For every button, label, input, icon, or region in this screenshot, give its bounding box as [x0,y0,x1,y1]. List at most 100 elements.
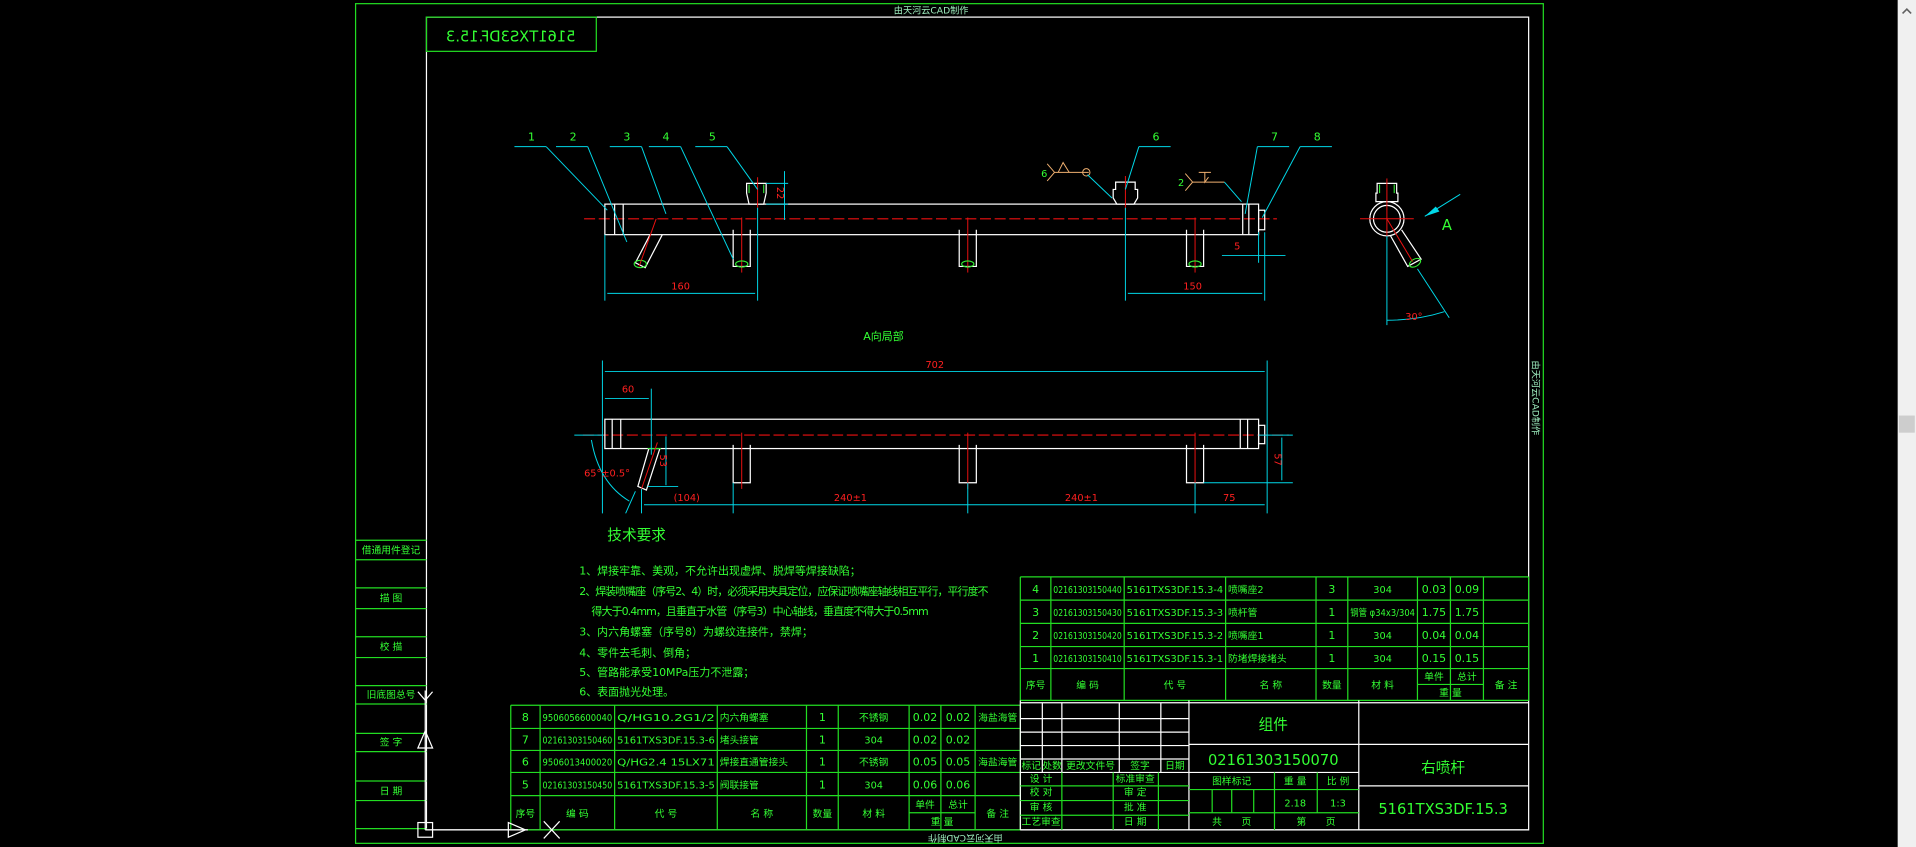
bom-header-no: 序号 [1026,679,1046,692]
rev-label: 标记 [1022,760,1042,772]
bom-header-drawing: 代 号 [1164,680,1187,692]
bom-cell-drawing: 5161TXS3DF.15.3-6 [617,736,715,747]
watermark-bottom: 由天河云CAD制作 [928,832,1003,844]
bom-cell-qty: 1 [1328,629,1335,642]
bom-header-total: 总计 [948,798,968,811]
bom-cell-material: 不锈钢 [859,711,889,724]
part-name: 右喷杆 [1421,759,1465,776]
technical-requirements: 技术要求 1、焊接牢靠、美观，不允许出现虚焊、脱焊等焊接缺陷；2、焊装喷嘴座（序… [579,527,988,698]
ucs-icon [416,690,561,839]
mirrored-title: 5161TXS3DF.15.3 [446,29,576,46]
bom-cell-drawing: 5161TXS3DF.15.3-4 [1127,585,1224,596]
bom-cell-code: 02161303150420 [1053,631,1121,642]
tech-title: 技术要求 [607,527,666,544]
bom-cell-total: 0.09 [1455,583,1479,596]
bom-cell-no: 6 [522,756,529,769]
drawing-number: 5161TXS3DF.15.3 [1378,801,1508,818]
bom-cell-unit: 0.02 [913,734,937,747]
bom-cell-unit: 0.04 [1422,629,1446,642]
dim-22: 22 [774,187,785,199]
bom-cell-material: 不锈钢 [859,756,889,769]
rev-label: 处数 [1042,759,1062,772]
dim-5: 5 [1234,241,1240,252]
bom-cell-drawing: 5161TXS3DF.15.3-1 [1127,654,1224,665]
balloon-label: 3 [623,131,630,144]
side-column-label: 描 图 [380,591,403,604]
bom-header-code: 编 码 [566,807,589,820]
bom-cell-name: 阀联接管 [720,778,759,791]
bom-header-material: 材 料 [862,807,885,820]
bom-cell-no: 5 [522,778,529,791]
bom-header-remark: 备 注 [1495,679,1518,692]
bom-header-qty: 数量 [813,807,833,820]
svg-text:2: 2 [1178,178,1184,189]
bom-cell-no: 1 [1032,652,1039,665]
bom-cell-total: 0.02 [946,734,970,747]
bom-cell-total: 1.75 [1455,606,1479,619]
bom-cell-drawing: 5161TXS3DF.15.3-5 [617,780,715,791]
svg-text:6: 6 [1041,169,1047,180]
bom-cell-name: 防堵焊接堵头 [1228,652,1287,665]
bom-cell-material: 304 [1373,631,1392,642]
bom-header-weight: 重 量 [931,815,954,828]
view-a-title: A向局部 [863,329,903,343]
side-column-label: 旧底图总号 [367,688,416,701]
tech-line: 4、零件去毛刺、倒角； [579,645,696,659]
title-type: 组件 [1259,717,1288,734]
view-a: A向局部 702 60 53 (104) 240±1 240±1 75 57 6… [574,329,1293,514]
bom-cell-unit: 0.06 [913,778,937,791]
tech-line: 6、表面抛光处理。 [579,684,674,698]
title-block: 标记处数更改文件号签字日期设 计标准审查校 对审 定审 核批 准工艺审查日 期组… [1019,700,1529,831]
rev-label: 日期 [1165,760,1185,772]
balloon-label: 7 [1271,131,1278,144]
bom-cell-total: 0.05 [946,756,970,769]
drawing-scale: 1:3 [1330,799,1346,810]
sheet-number: 第 页 [1296,815,1335,828]
dim-60: 60 [622,384,634,395]
bom-cell-code: 02161303150450 [543,780,613,791]
bom-cell-no: 8 [522,711,529,724]
bom-cell-code: 02161303150410 [1053,654,1121,665]
tech-line: 1、焊接牢靠、美观，不允许出现虚焊、脱焊等焊接缺陷； [579,563,861,577]
side-column-label: 借通用件登记 [362,544,421,557]
balloon-label: 6 [1152,131,1159,144]
side-column-label: 校 描 [380,640,403,653]
bom-cell-material: 304 [1373,654,1392,665]
vertical-scrollbar[interactable] [1897,0,1916,847]
weld-symbol: 6 [1041,161,1113,199]
bom-cell-material: 304 [1373,585,1392,596]
bom-cell-unit: 0.05 [913,756,937,769]
sheets-total: 共 页 [1212,816,1251,828]
mirrored-title-box [425,16,597,52]
dim-57: 57 [1271,453,1282,465]
bom-header-name: 名 称 [751,807,774,820]
bom-cell-code: 02161303150440 [1053,585,1121,596]
dim-104: (104) [674,493,700,504]
bom-cell-name: 喷杆管 [1228,606,1258,619]
total-weight: 2.18 [1284,799,1306,810]
dim-53: 53 [657,455,668,467]
bom-header-code: 编 码 [1076,679,1099,692]
bom-cell-total: 0.15 [1455,652,1479,665]
rev-label: 签字 [1130,759,1150,772]
scrollbar-thumb[interactable] [1898,415,1915,433]
bom-header-total: 总计 [1457,670,1477,683]
bom-cell-code: 02161303150430 [1053,608,1121,619]
bom-cell-total: 0.02 [946,711,970,724]
bom-cell-name: 堵头接管 [720,734,759,747]
bom-header-unit: 单件 [1424,671,1444,683]
inner-frame [425,16,1530,831]
bom-cell-material: 304 [864,736,883,747]
section-marker-a: A [1442,217,1452,234]
bom-cell-no: 2 [1032,629,1039,642]
tech-line: 3、内六角螺塞（序号8）为螺纹连接件，禁焊； [579,625,813,639]
bom-header-drawing: 代 号 [655,808,678,820]
scroll-up-icon[interactable] [1901,8,1912,15]
bom-cell-qty: 1 [819,711,826,724]
bom-cell-drawing: 5161TXS3DF.15.3-3 [1127,608,1224,619]
bom-cell-total: 0.06 [946,778,970,791]
